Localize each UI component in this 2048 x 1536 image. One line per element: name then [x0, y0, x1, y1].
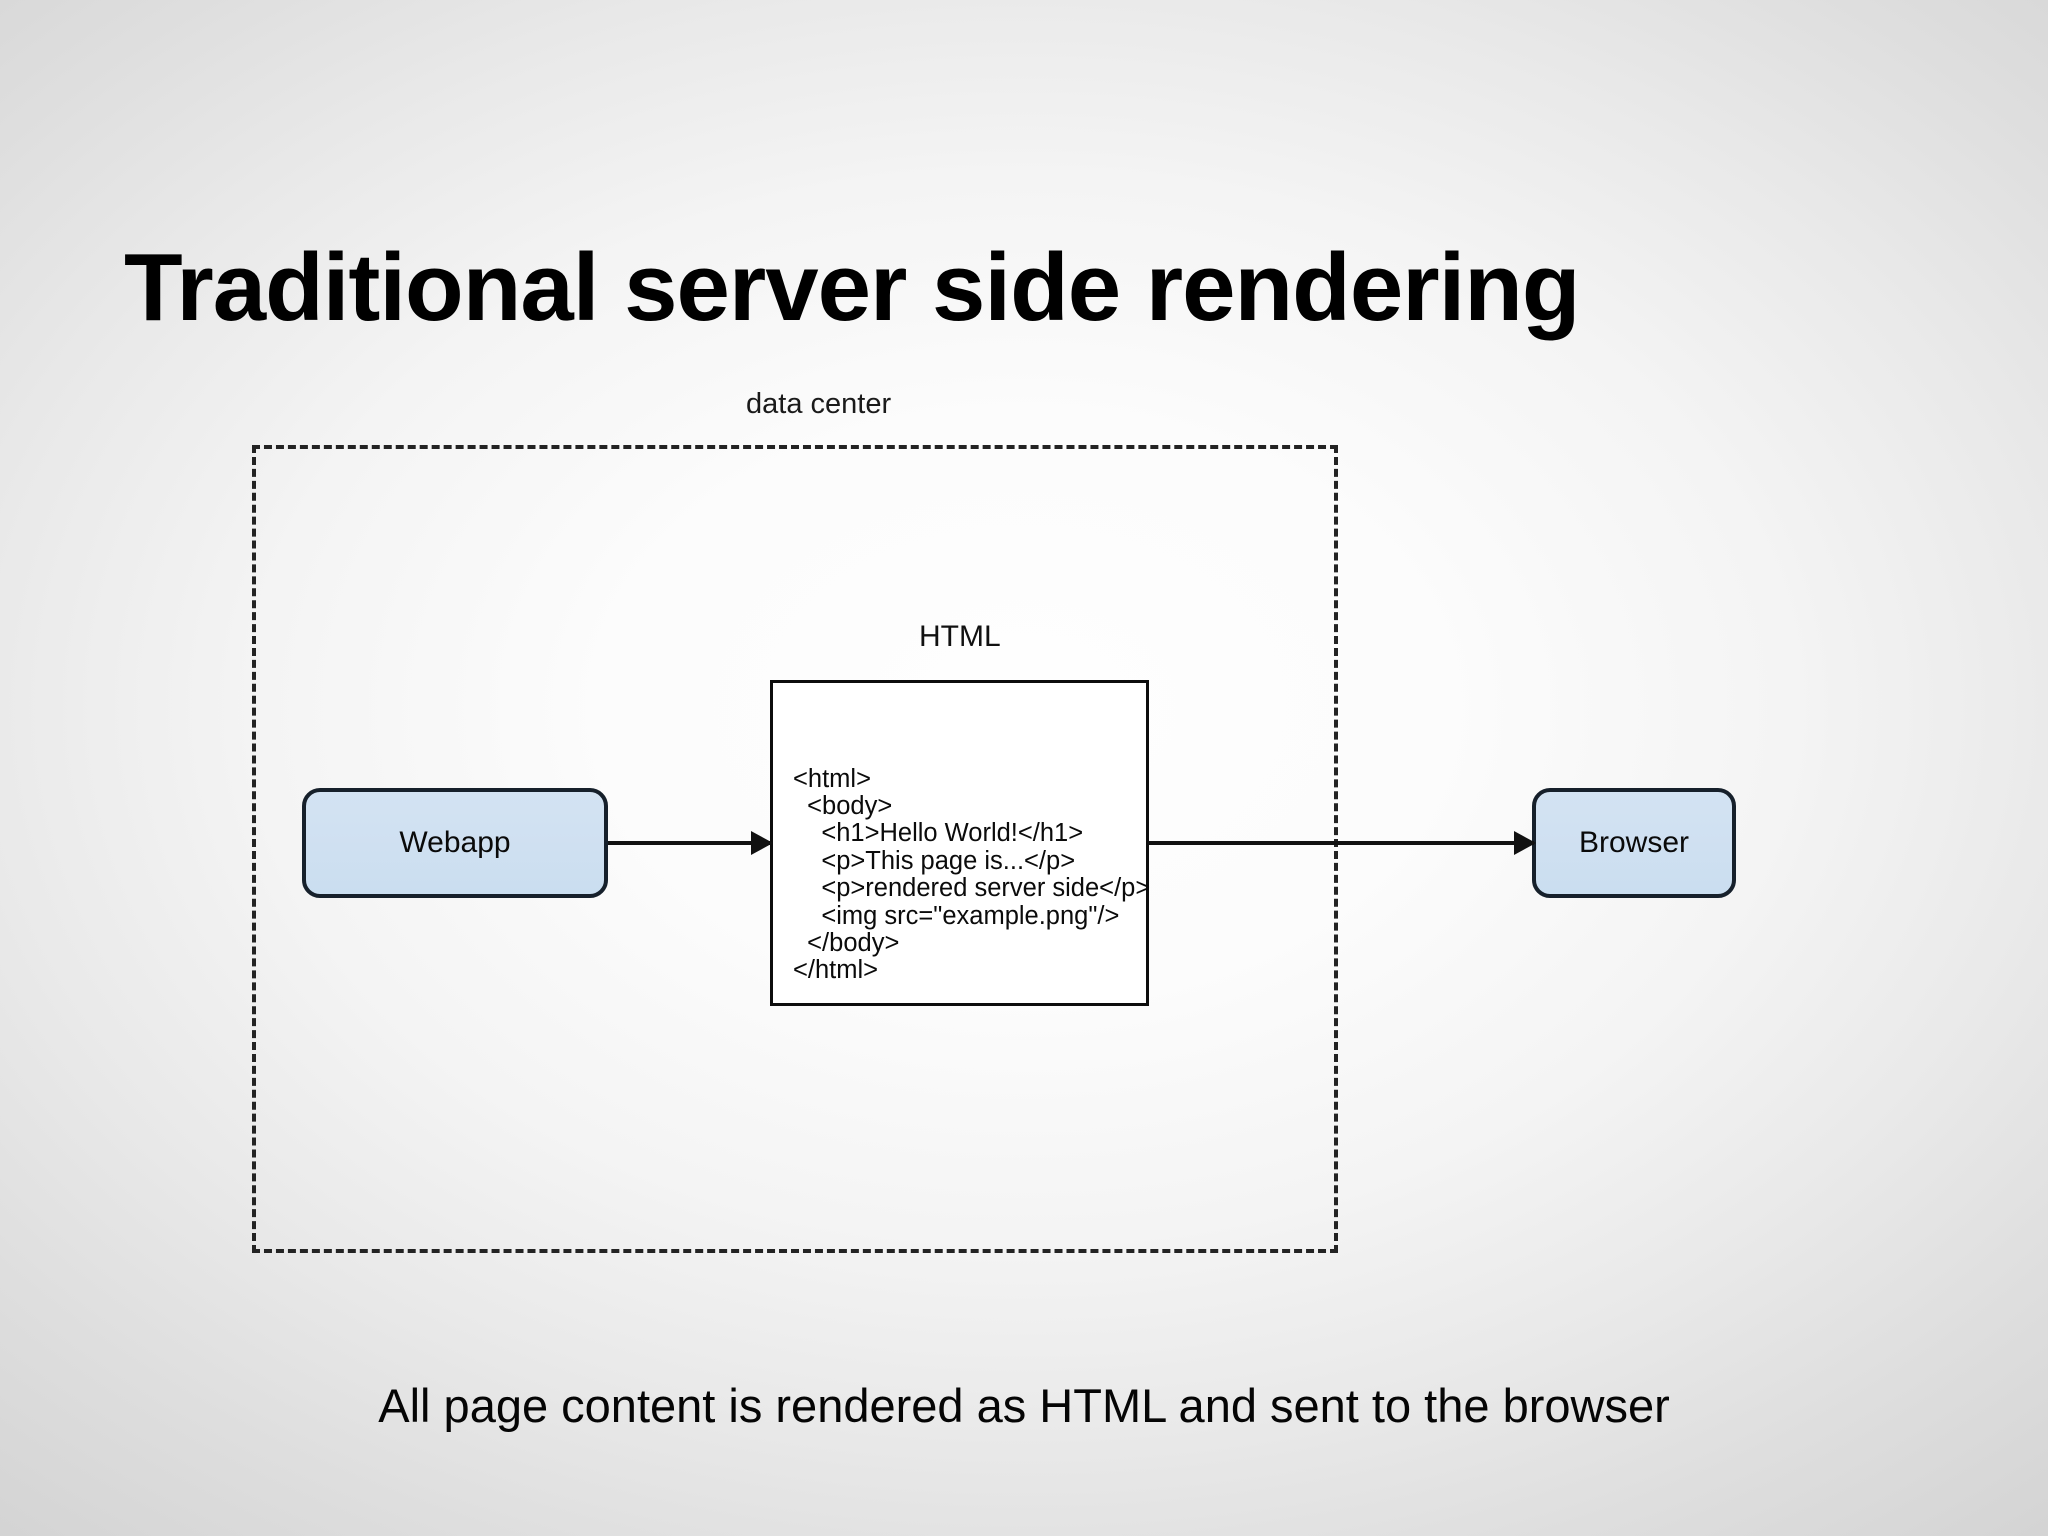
html-code-listing: <html> <body> <h1>Hello World!</h1> <p>T…: [793, 764, 1151, 985]
html-artifact-label: HTML: [919, 620, 1001, 653]
page-title: Traditional server side rendering: [124, 234, 1581, 342]
slide-caption: All page content is rendered as HTML and…: [378, 1379, 1670, 1432]
node-webapp[interactable]: Webapp: [302, 788, 608, 898]
node-browser-label: Browser: [1578, 826, 1690, 859]
node-webapp-label: Webapp: [399, 826, 511, 859]
html-code-box: <html> <body> <h1>Hello World!</h1> <p>T…: [770, 680, 1151, 1006]
datacenter-label: data center: [746, 388, 892, 420]
datacenter-boundary: [252, 445, 1338, 1253]
arrow-html-to-browser: [1148, 841, 1534, 845]
arrow-webapp-to-html: [608, 841, 771, 845]
node-browser[interactable]: Browser: [1532, 788, 1736, 898]
